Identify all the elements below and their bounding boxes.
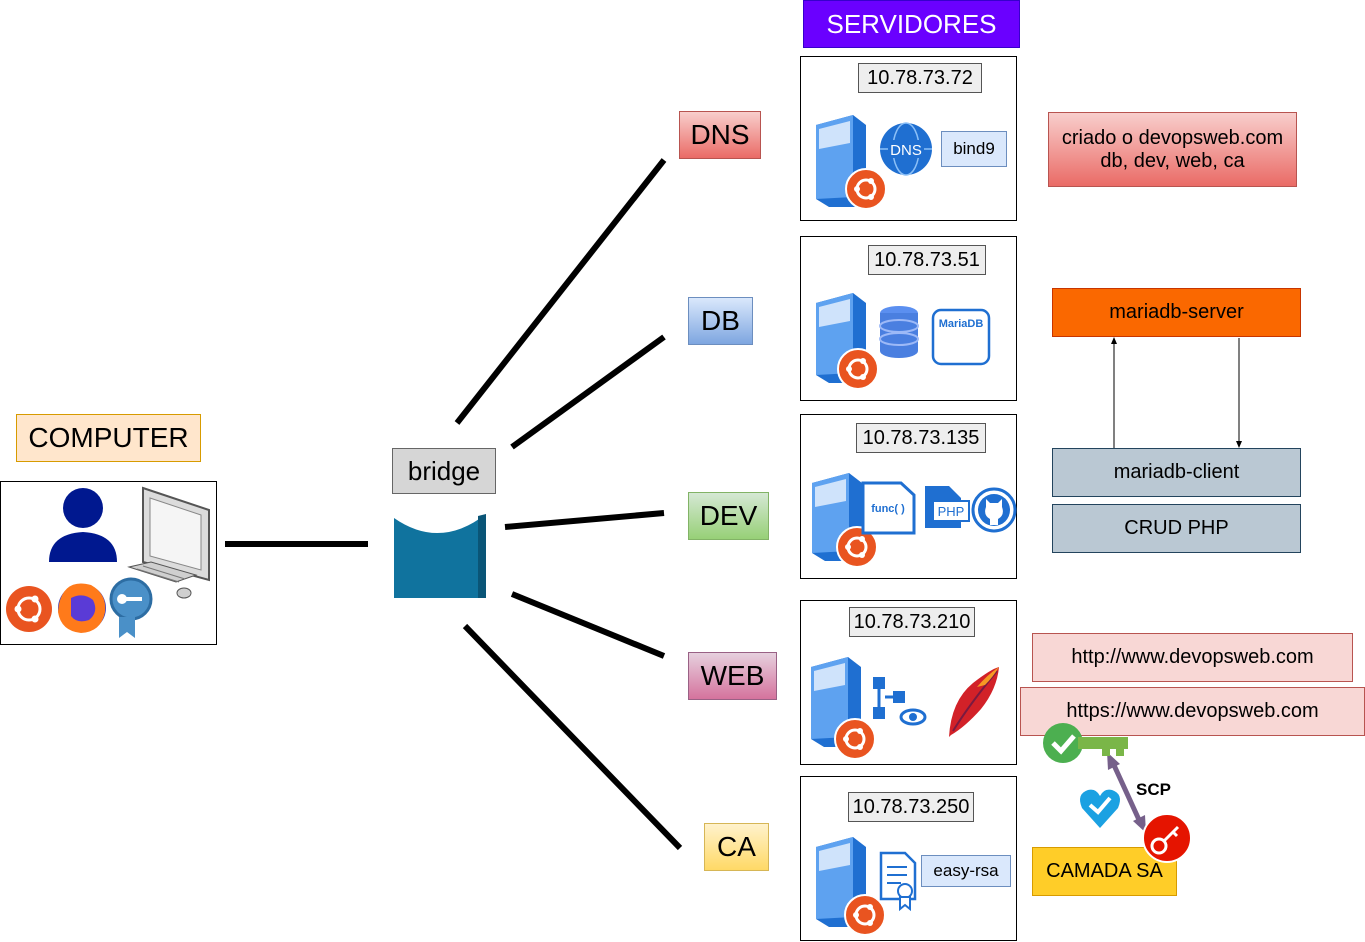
ubuntu-icon: [836, 526, 878, 568]
server-label-db: DB: [688, 297, 753, 345]
green-key-check-icon: [1043, 723, 1128, 763]
certificate-document-icon: [879, 851, 917, 912]
php-file-icon: PHP: [925, 486, 970, 528]
link-bridge-dev: [504, 510, 665, 530]
scp-arrowhead-bottom: [1133, 815, 1146, 833]
mariadb-icon: MariaDB: [931, 308, 991, 366]
network-monitor-icon: [873, 677, 927, 726]
db-icons: MariaDB: [816, 293, 991, 390]
svg-text:MariaDB: MariaDB: [939, 318, 984, 330]
dev-icons: func( ) PHP: [812, 473, 1017, 568]
bridge-icon: [394, 514, 486, 598]
crud-php-box: CRUD PHP: [1052, 504, 1301, 553]
link-bridge-db: [510, 334, 666, 450]
ip-address: 10.78.73.72: [858, 63, 982, 93]
scp-arrow: [1110, 761, 1143, 824]
camada-sa-box: CAMADA SA: [1032, 847, 1177, 896]
server-box-dns: 10.78.73.72 DNS bind9: [800, 56, 1017, 221]
software-tag-bind9: bind9: [941, 131, 1007, 167]
ip-address: 10.78.73.250: [848, 792, 974, 822]
ip-address: 10.78.73.51: [868, 245, 986, 275]
svg-text:func( ): func( ): [871, 503, 905, 515]
server-label-ca: CA: [704, 823, 769, 871]
certificate-key-icon: [109, 577, 153, 638]
github-icon: [971, 487, 1017, 533]
dns-globe-icon: DNS: [880, 122, 932, 176]
arrowhead-down: [1236, 441, 1242, 448]
ip-address: 10.78.73.210: [849, 607, 975, 637]
https-url-box: https://www.devopsweb.com: [1020, 687, 1365, 736]
firefox-icon: [58, 583, 106, 633]
server-box-web: 10.78.73.210: [800, 600, 1017, 765]
link-bridge-web: [510, 591, 666, 659]
ubuntu-icon: [6, 586, 52, 632]
bridge-label: bridge: [392, 448, 496, 494]
computer-label: COMPUTER: [16, 414, 201, 462]
dns-note: criado o devopsweb.com db, dev, web, ca: [1048, 112, 1297, 187]
server-icon: [811, 657, 861, 747]
ubuntu-icon: [845, 168, 887, 210]
ubuntu-icon: [837, 348, 879, 390]
scp-arrowhead-top: [1107, 752, 1120, 770]
svg-text:PHP: PHP: [938, 504, 965, 519]
dns-note-line2: db, dev, web, ca: [1100, 149, 1245, 172]
blue-heart-check-icon: [1080, 789, 1120, 828]
mariadb-server-box: mariadb-server: [1052, 288, 1301, 337]
computer-illustration: [6, 486, 210, 638]
link-bridge-dns: [454, 158, 667, 425]
ssl-icons: [1043, 723, 1192, 863]
server-icon: [816, 837, 866, 927]
mariadb-client-box: mariadb-client: [1052, 448, 1301, 497]
ip-address: 10.78.73.135: [856, 423, 986, 453]
server-label-dev: DEV: [688, 492, 769, 540]
web-icons: [811, 657, 999, 760]
function-file-icon: func( ): [861, 481, 916, 535]
server-box-db: 10.78.73.51 MariaDB: [800, 236, 1017, 401]
computer-box: [0, 481, 217, 645]
database-icon: [879, 306, 919, 358]
page-title: SERVIDORES: [803, 0, 1020, 48]
dns-note-line1: criado o devopsweb.com: [1061, 126, 1284, 149]
server-label-dns: DNS: [679, 111, 761, 159]
software-tag-easy-rsa: easy-rsa: [921, 855, 1011, 887]
scp-label: SCP: [1136, 780, 1171, 799]
user-icon: [49, 488, 117, 562]
ubuntu-icon: [844, 894, 886, 936]
red-key-circle-icon: [1142, 813, 1192, 863]
dns-icons: DNS: [816, 115, 932, 210]
link-bridge-ca: [462, 623, 683, 851]
svg-text:DNS: DNS: [890, 142, 922, 159]
http-url-box: http://www.devopsweb.com: [1032, 633, 1353, 682]
ca-icons: [816, 837, 917, 936]
ubuntu-icon: [834, 718, 876, 760]
server-box-dev: 10.78.73.135 func( ) PHP: [800, 414, 1017, 579]
server-box-ca: 10.78.73.250 easy-rsa: [800, 776, 1017, 941]
server-label-web: WEB: [688, 652, 777, 700]
desktop-computer-icon: [127, 486, 210, 599]
arrowhead-up: [1111, 337, 1117, 344]
apache-feather-icon: [949, 667, 999, 737]
